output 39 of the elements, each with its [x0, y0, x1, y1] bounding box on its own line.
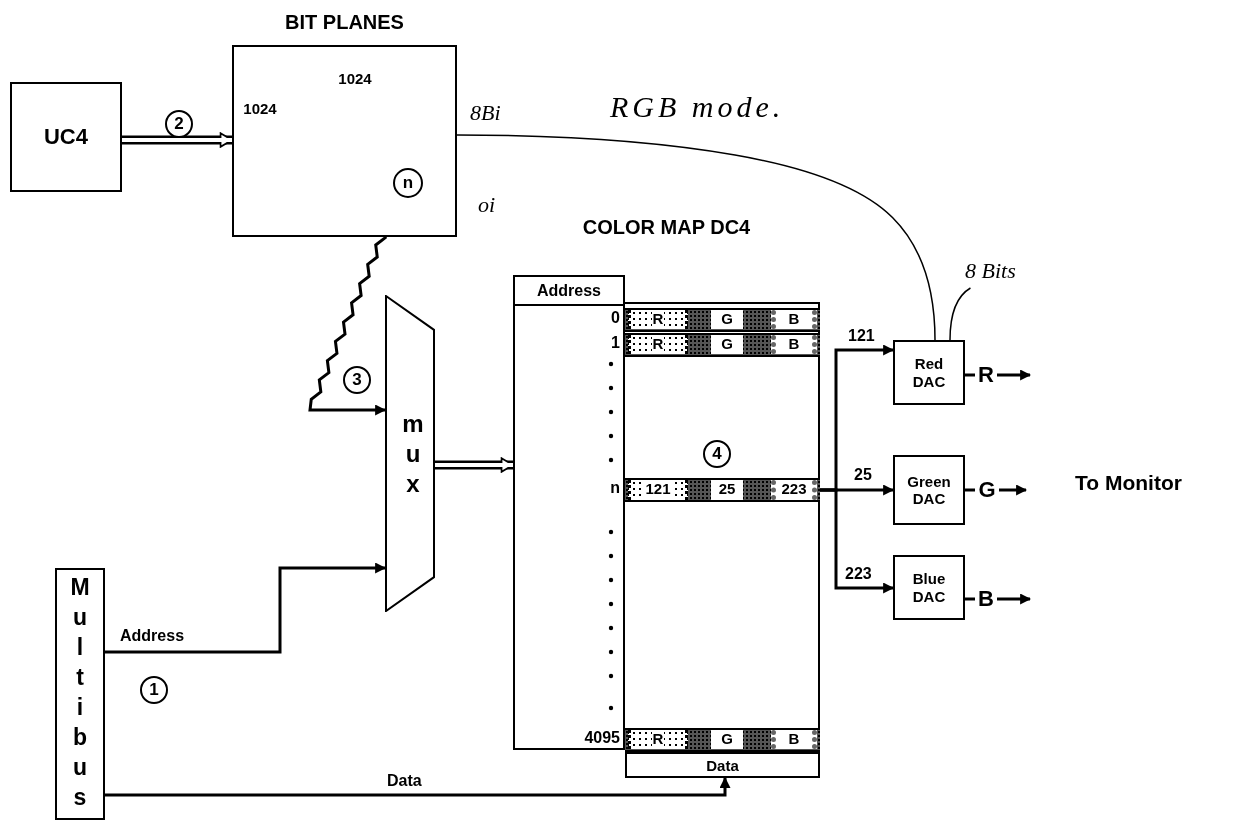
address-number: 1 — [610, 334, 620, 353]
address-column — [513, 275, 625, 750]
cell-value: 223 — [771, 480, 817, 500]
handwritten-note: 8Bi — [470, 100, 502, 127]
cell-value: G — [711, 730, 743, 749]
callout-circle: 1 — [140, 676, 168, 704]
signal-name: B — [975, 586, 997, 612]
cell-value: 121 — [628, 480, 688, 500]
callout-circle: 2 — [165, 110, 193, 138]
signal-name: R — [975, 362, 997, 388]
handwritten-note: RGB mode. — [610, 90, 786, 125]
block-title: COLOR MAP DC4 — [581, 215, 752, 239]
cell-value: 25 — [711, 480, 743, 500]
output-label: To Monitor — [1075, 470, 1183, 496]
cell-value: G — [711, 335, 743, 354]
signal-name: G — [975, 475, 999, 505]
callout-circle: 3 — [343, 366, 371, 394]
column-header: Address — [537, 281, 601, 300]
cell-value: B — [771, 730, 817, 749]
handwritten-note: oi — [478, 192, 497, 219]
address-number: 4095 — [583, 729, 620, 748]
mux-label: mux — [401, 408, 425, 499]
cell-value: G — [711, 310, 743, 329]
bus-box: Multibus — [55, 568, 105, 820]
block-title: BIT PLANES — [285, 10, 404, 34]
handwritten-note: 8 Bits — [965, 258, 1027, 288]
dac-box: Red DAC — [893, 340, 965, 405]
dac-box: Blue DAC — [893, 555, 965, 620]
cell-value: R — [628, 335, 688, 354]
cell-value: R — [628, 730, 688, 749]
cell-value: B — [771, 310, 817, 329]
address-number: 0 — [610, 309, 620, 328]
cell-value: R — [628, 310, 688, 329]
cell-value: B — [771, 335, 817, 354]
mux-trapezoid — [385, 295, 435, 612]
dac-box: Green DAC — [893, 455, 965, 525]
processor-box: UC4 — [10, 82, 122, 192]
address-number: n — [609, 479, 620, 498]
data-footer: Data — [625, 752, 820, 778]
